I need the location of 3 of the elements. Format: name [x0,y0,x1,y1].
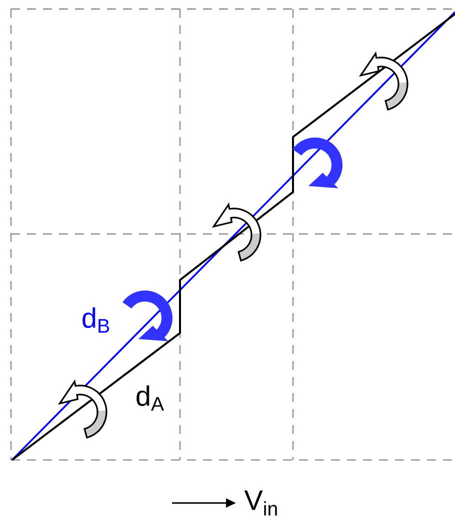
axis-label: d$_{B}$ [82,307,110,333]
axis-label: V$_{in}$ [244,490,277,516]
axis-label: d$_{A}$ [136,385,164,411]
